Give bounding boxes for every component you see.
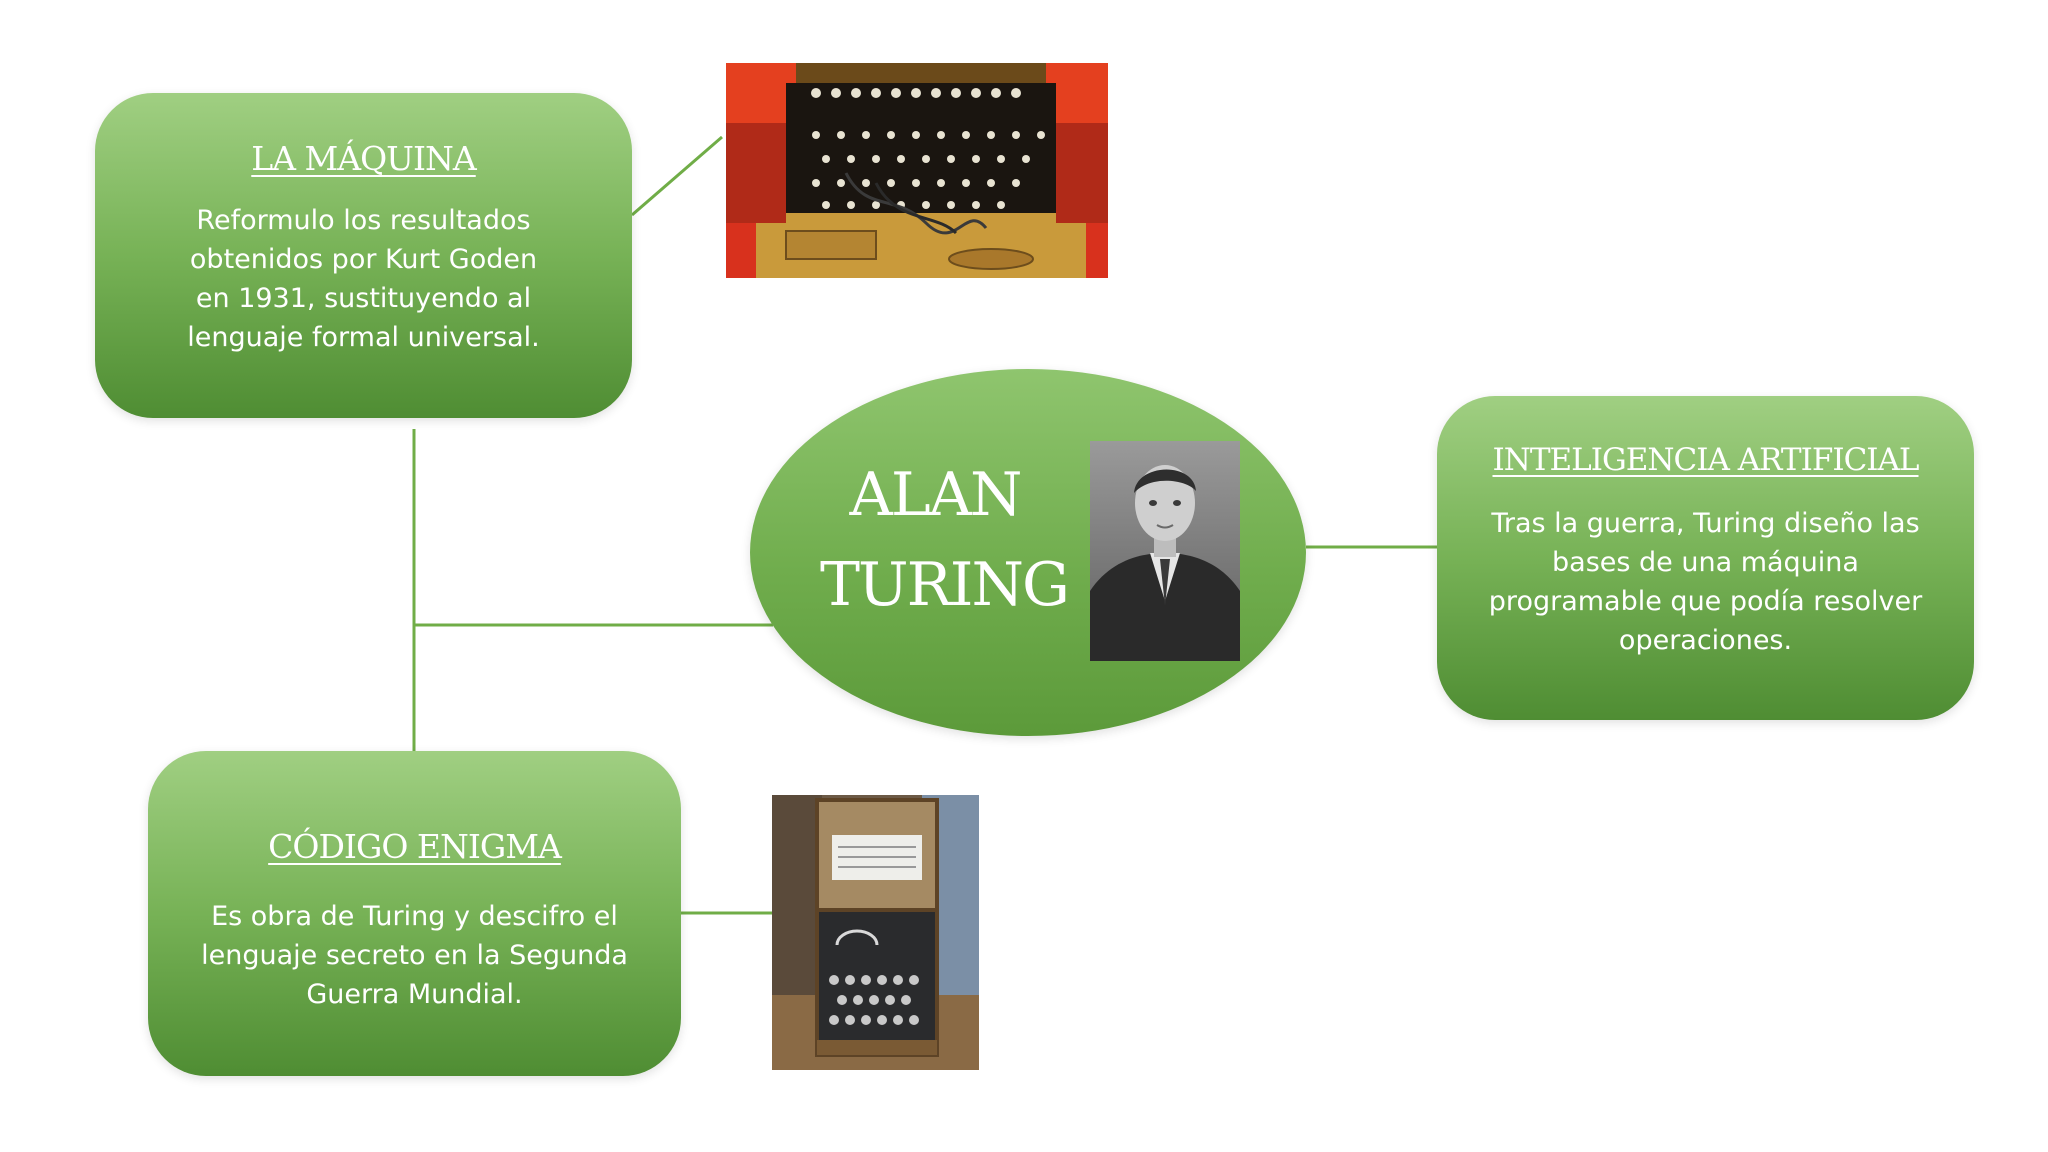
box-body-inteligencia-artificial: Tras la guerra, Turing diseño las bases … xyxy=(1477,504,1934,660)
box-text-line: Tras la guerra, Turing diseño las xyxy=(1491,508,1920,539)
box-text-line: bases de una máquina xyxy=(1552,547,1859,578)
box-title-inteligencia-artificial: INTELIGENCIA ARTIFICIAL xyxy=(1492,442,1919,478)
box-text-line: en 1931, sustituyendo al xyxy=(195,283,532,314)
enigma-machine-box-photo xyxy=(772,795,979,1070)
box-text-line: Es obra de Turing y descifro el xyxy=(211,901,618,932)
box-body-la-maquina: Reformulo los resultados obtenidos por K… xyxy=(145,201,582,357)
box-text-line: programable que podía resolver xyxy=(1488,586,1923,617)
box-text-line: lenguaje secreto en la Segunda xyxy=(201,940,628,971)
box-text-line: lenguaje formal universal. xyxy=(187,322,540,353)
central-topic-ellipse: ALAN TURING xyxy=(750,369,1306,736)
central-title-line-2: TURING xyxy=(820,550,1070,620)
enigma-machine-keyboard-photo xyxy=(726,63,1108,278)
box-text-line: Reformulo los resultados xyxy=(196,205,531,236)
box-text-line: operaciones. xyxy=(1618,625,1793,656)
box-title-la-maquina: LA MÁQUINA xyxy=(251,139,476,178)
box-codigo-enigma: CÓDIGO ENIGMA Es obra de Turing y descif… xyxy=(148,751,681,1076)
connector-maquina-photo xyxy=(631,135,723,217)
alan-turing-portrait xyxy=(1090,441,1240,661)
box-title-codigo-enigma: CÓDIGO ENIGMA xyxy=(268,827,562,866)
box-la-maquina: LA MÁQUINA Reformulo los resultados obte… xyxy=(95,93,632,418)
central-title-line-1: ALAN xyxy=(849,460,1022,530)
box-text-line: obtenidos por Kurt Goden xyxy=(189,244,538,275)
box-inteligencia-artificial: INTELIGENCIA ARTIFICIAL Tras la guerra, … xyxy=(1437,396,1974,720)
box-body-codigo-enigma: Es obra de Turing y descifro el lenguaje… xyxy=(188,897,641,1014)
box-text-line: Guerra Mundial. xyxy=(306,979,523,1010)
